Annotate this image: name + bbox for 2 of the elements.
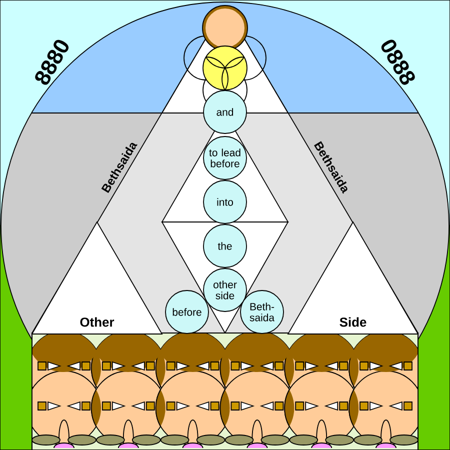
pattern-circle bbox=[202, 5, 248, 51]
flower-circle bbox=[202, 46, 248, 90]
